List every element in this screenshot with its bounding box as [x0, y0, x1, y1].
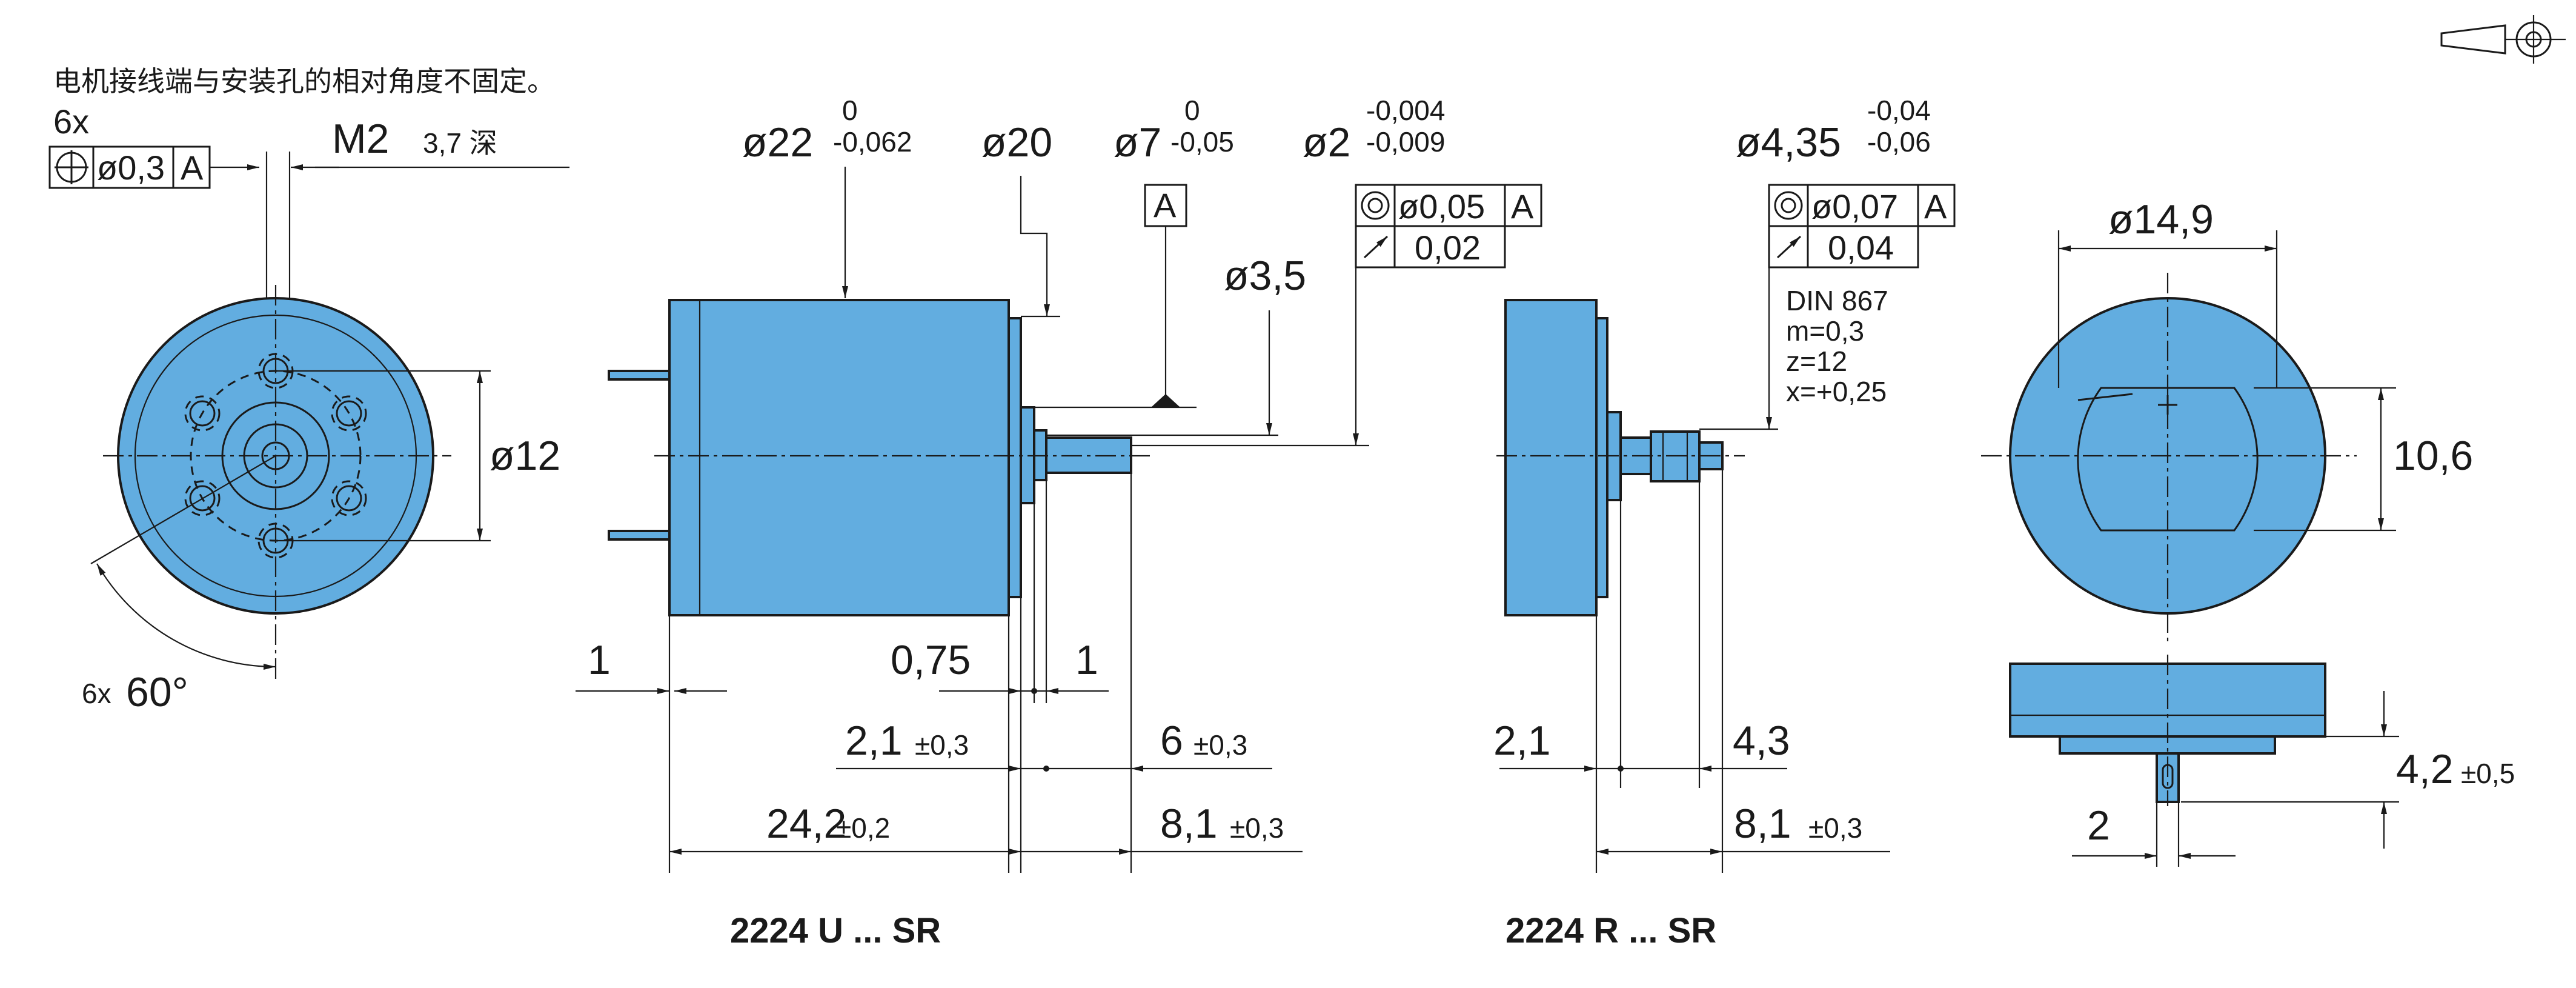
- gear-spec-line: x=+0,25: [1786, 376, 1887, 407]
- dim-075: 0,75: [891, 637, 971, 683]
- coaxiality-datum: A: [1511, 187, 1534, 225]
- gear-spec-line: DIN 867: [1786, 285, 1888, 316]
- dim-42-tol: ±0,5: [2461, 758, 2515, 789]
- rear-view: ø14,9 10,6 4,2 ±0,5 2: [1981, 196, 2515, 867]
- dia7-tol-lower: -0,05: [1170, 126, 1234, 158]
- flatness-circle-icon: [1774, 191, 1803, 220]
- position-tolerance-icon: [55, 150, 88, 184]
- dia22-tol-lower: -0,062: [833, 126, 912, 158]
- position-tolerance-datum: A: [181, 149, 204, 187]
- side-view-u: ø22 0 -0,062 ø20 ø7 0 -0,05 A ø3,5 ø2 -0…: [576, 95, 1542, 950]
- thread-depth-label: 3,7 深: [423, 127, 497, 159]
- dia2-label: ø2: [1303, 119, 1350, 165]
- coaxiality-frame: ø0,05 A 0,02: [1355, 184, 1542, 269]
- runout-arrow-icon: [1363, 235, 1389, 259]
- dim-81-u-tol: ±0,3: [1230, 812, 1284, 844]
- dia435-tol-upper: -0,04: [1867, 95, 1931, 126]
- bolt-circle-diameter: ø12: [490, 433, 560, 479]
- dim-81-u: 8,1: [1160, 801, 1218, 847]
- dim-242-tol: ±0,2: [836, 812, 890, 844]
- coaxiality-value-r: ø0,07: [1811, 187, 1898, 225]
- dim-2-label: 2: [2087, 803, 2110, 849]
- coaxiality-frame-r: ø0,07 A 0,04: [1768, 184, 1956, 269]
- dia2-tol-lower: -0,009: [1366, 126, 1445, 158]
- dia20-label: ø20: [981, 119, 1052, 165]
- caption-r: 2224 R ... SR: [1505, 911, 1716, 950]
- angle-value-label: 60°: [126, 669, 188, 715]
- caption-u: 2224 U ... SR: [730, 911, 941, 950]
- dim-81-r: 8,1: [1734, 801, 1791, 847]
- runout-arrow-icon: [1776, 235, 1802, 259]
- dim-21: 2,1: [845, 718, 903, 764]
- dia7-tol-upper: 0: [1184, 95, 1200, 126]
- gear-spec: DIN 867 m=0,3 z=12 x=+0,25: [1786, 285, 1888, 407]
- position-tolerance-frame: ø0,3 A: [48, 145, 211, 189]
- dia7-label: ø7: [1114, 119, 1161, 165]
- dia149-label: ø14,9: [2108, 196, 2214, 242]
- gear-spec-line: m=0,3: [1786, 315, 1864, 347]
- position-tolerance-value: ø0,3: [97, 149, 165, 187]
- angle-count-label: 6x: [82, 678, 111, 709]
- hole-count-label: 6x: [53, 102, 89, 141]
- dia435-label: ø4,35: [1736, 119, 1841, 165]
- dim-1-right: 1: [1075, 637, 1098, 683]
- front-view: 6x ø0,3 A M2 3,7 深: [48, 102, 569, 715]
- thread-label: M2: [332, 116, 389, 162]
- side-view-r: ø4,35 -0,04 -0,06 ø0,07 A 0,04 DIN 867 m…: [1493, 95, 1956, 950]
- dim-106-label: 10,6: [2393, 433, 2473, 479]
- dim-21-tol: ±0,3: [915, 729, 969, 761]
- dim-1-left: 1: [588, 637, 611, 683]
- dim-42-label: 4,2: [2396, 746, 2454, 792]
- flatness-circle-icon: [1361, 191, 1390, 220]
- datum-a-label: A: [1154, 186, 1177, 224]
- dim-43-r: 4,3: [1733, 718, 1790, 764]
- gear-spec-line: z=12: [1786, 345, 1847, 377]
- runout-value-r: 0,04: [1828, 229, 1894, 267]
- wiring-note: 电机接线端与安装孔的相对角度不固定。: [53, 65, 555, 97]
- dim-6: 6: [1160, 718, 1183, 764]
- dia22-label: ø22: [742, 119, 813, 165]
- coaxiality-value: ø0,05: [1398, 187, 1485, 225]
- dim-6-tol: ±0,3: [1193, 729, 1247, 761]
- dim-242: 24,2: [766, 801, 846, 847]
- dia22-tol-upper: 0: [842, 95, 858, 126]
- runout-value: 0,02: [1415, 229, 1481, 267]
- dia435-tol-lower: -0,06: [1867, 126, 1931, 158]
- dia35-label: ø3,5: [1224, 253, 1306, 299]
- projection-symbol-icon: [2440, 15, 2566, 64]
- dim-21-r: 2,1: [1493, 718, 1551, 764]
- dia2-tol-upper: -0,004: [1366, 95, 1445, 126]
- coaxiality-datum-r: A: [1924, 187, 1947, 225]
- dim-81-r-tol: ±0,3: [1808, 812, 1862, 844]
